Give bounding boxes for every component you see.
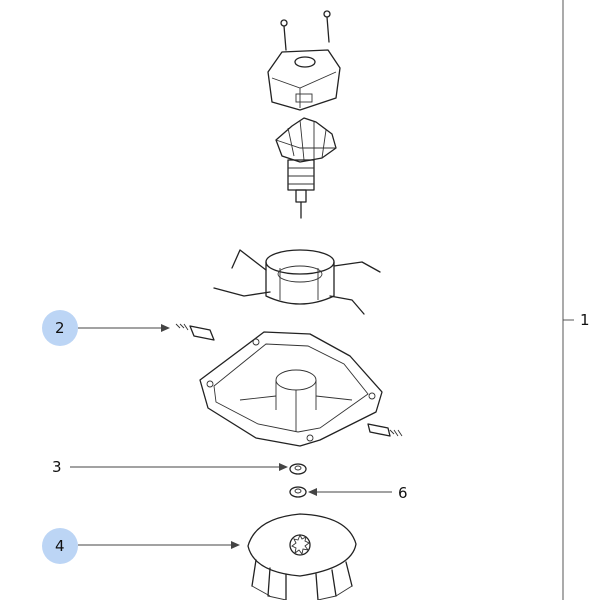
callout-6-label[interactable]: 6 — [398, 484, 408, 502]
callout-4-badge — [42, 528, 78, 564]
washer-3 — [289, 463, 307, 475]
carbon-brush-right — [367, 423, 403, 437]
washer-6 — [289, 486, 307, 498]
callout-3-arrowhead — [279, 463, 288, 471]
callout-2-label[interactable]: 2 — [55, 319, 65, 337]
callout-4-arrowhead — [231, 541, 240, 549]
callout-1-label[interactable]: 1 — [580, 311, 590, 329]
callout-3-label[interactable]: 3 — [52, 458, 62, 476]
carbon-brush-left — [175, 323, 215, 341]
screw-right — [323, 10, 331, 43]
callout-2-badge — [42, 310, 78, 346]
motor-housing-base — [199, 331, 383, 447]
fan-impeller — [247, 513, 357, 600]
callout-6-arrowhead — [308, 488, 317, 496]
callout-2-arrowhead — [161, 324, 170, 332]
field-stator — [213, 249, 381, 315]
screw-left — [280, 19, 288, 51]
armature-rotor — [275, 117, 337, 219]
callout-4-label[interactable]: 4 — [55, 537, 65, 555]
motor-top-cover — [267, 49, 341, 111]
